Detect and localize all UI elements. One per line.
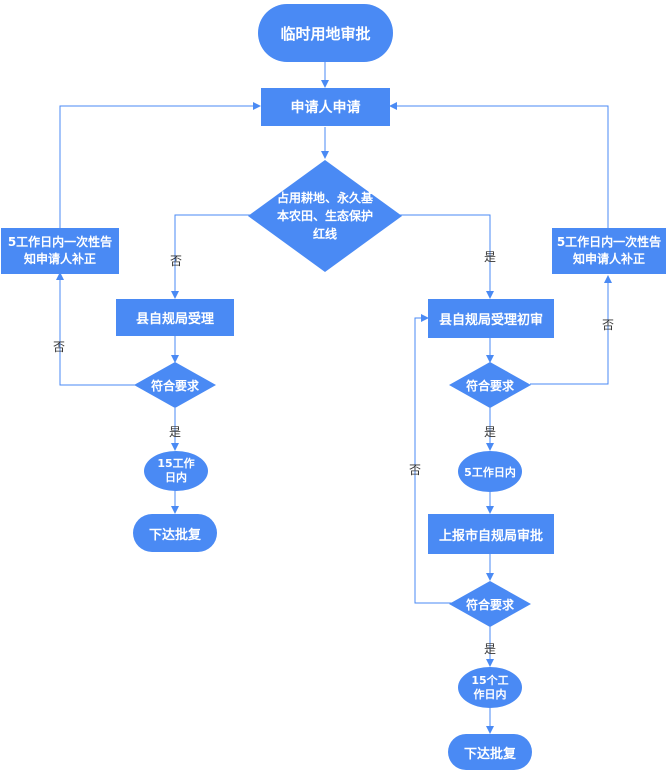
left-accept-node: 县自规局受理 <box>116 299 234 336</box>
right-notice-node: 5工作日内一次性告知申请人补正 <box>552 228 666 274</box>
edge-left-notice-apply <box>59 102 261 232</box>
right-days2-node: 15个工作日内 <box>458 667 522 708</box>
edge-label-yes-right2: 是 <box>483 642 496 656</box>
edge-decision-left <box>171 214 250 299</box>
decision-diamond-left-check <box>134 362 216 408</box>
right-report-node: 上报市自规局审批 <box>428 514 554 554</box>
edge-decision-right <box>400 214 494 299</box>
right-check1-text: 符合要求 <box>465 378 514 393</box>
left-notice-node: 5工作日内一次性告知申请人补正 <box>1 228 119 274</box>
edge-right-check1-notice <box>530 275 612 385</box>
left-days-node: 15工作日内 <box>144 451 208 491</box>
decision-main-text: 占用耕地、永久基本农田、生态保护红线 <box>276 191 373 241</box>
right-check2-text: 符合要求 <box>465 597 514 612</box>
decision-diamond-right-check1 <box>449 362 531 408</box>
right-result-node: 下达批复 <box>448 734 532 770</box>
edge-label-yes-left: 是 <box>168 425 181 439</box>
right-days1-node: 5工作日内 <box>458 451 522 492</box>
edge-label-no-right1: 否 <box>601 318 614 332</box>
decision-diamond-main <box>248 160 402 272</box>
edge-label-yes-main: 是 <box>483 250 496 264</box>
left-result-node: 下达批复 <box>133 514 217 552</box>
edge-left-check-notice <box>56 272 135 386</box>
apply-node: 申请人申请 <box>261 88 390 126</box>
edge-label-yes-right1: 是 <box>483 425 496 439</box>
edge-label-no-left: 否 <box>52 340 65 354</box>
left-check-text: 符合要求 <box>150 378 199 393</box>
decision-diamond-right-check2 <box>449 581 531 627</box>
edge-right-notice-apply <box>389 102 609 232</box>
right-accept-node: 县自规局受理初审 <box>428 299 554 338</box>
edge-label-no-main: 否 <box>169 254 182 268</box>
edge-right-check2-accept <box>414 314 452 604</box>
edge-label-no-right2: 否 <box>408 463 421 477</box>
start-node: 临时用地审批 <box>258 4 393 62</box>
